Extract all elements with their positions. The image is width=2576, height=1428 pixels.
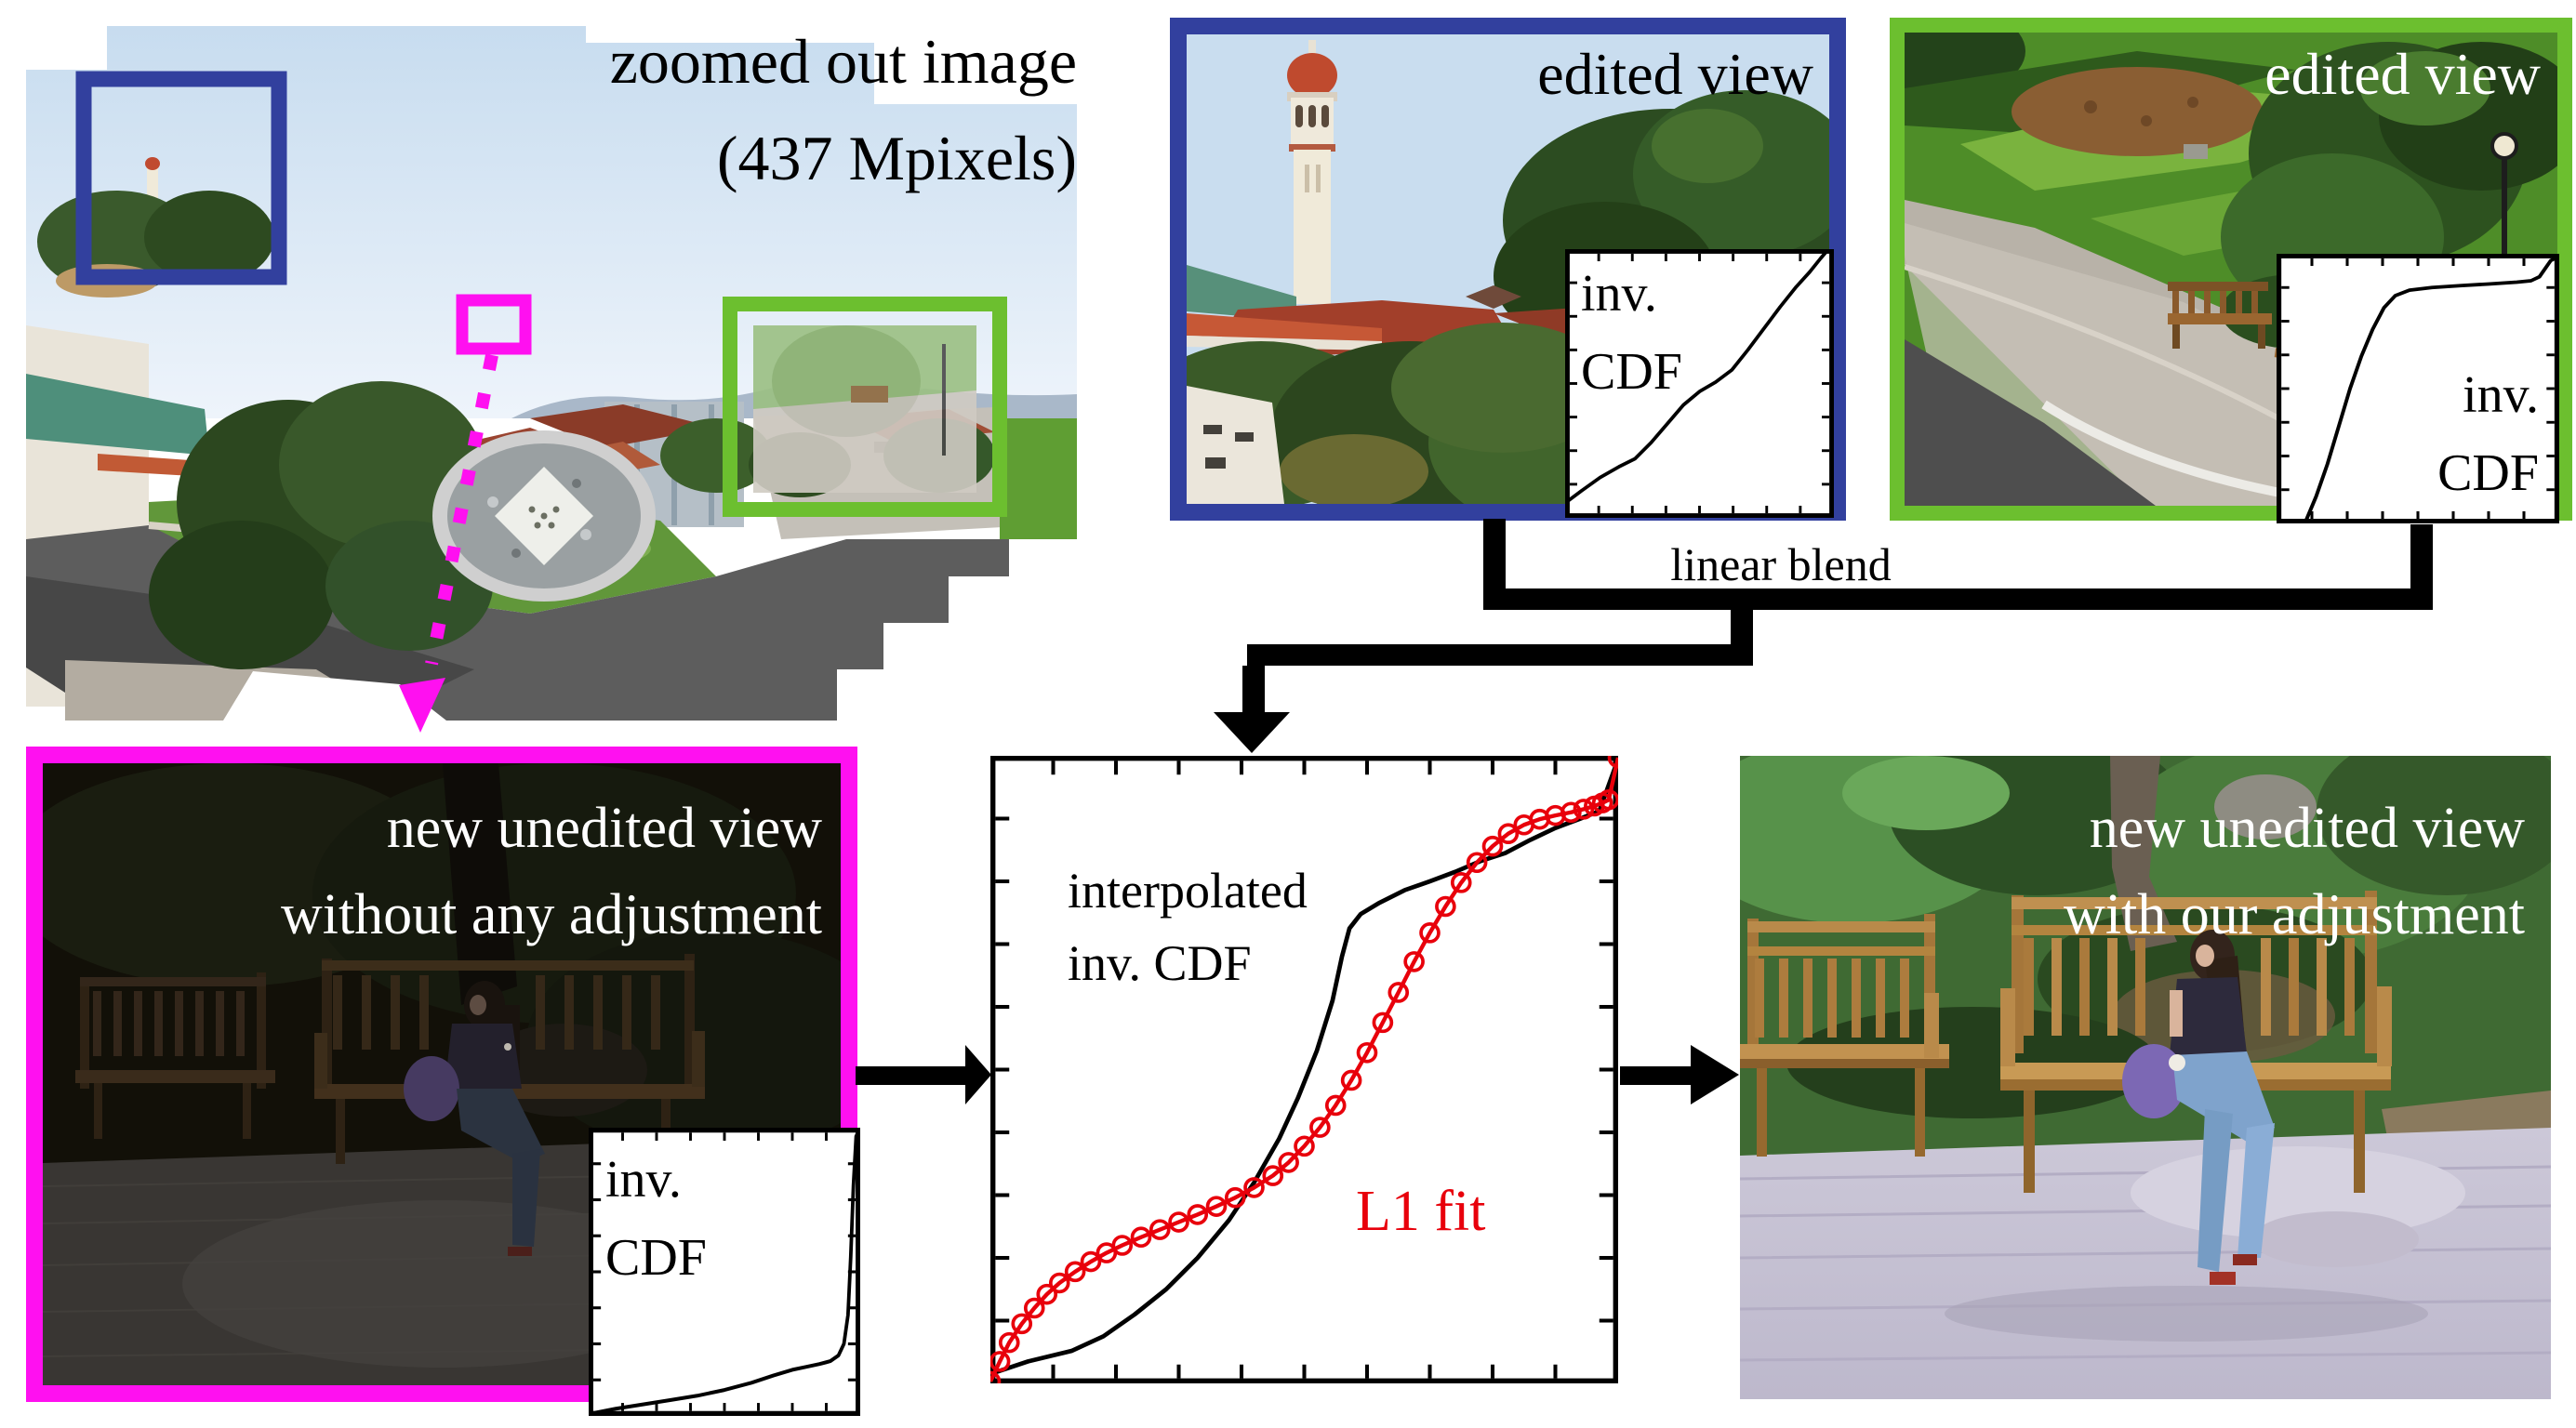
data-point-marker [1403, 951, 1425, 972]
data-point-marker [990, 1351, 1011, 1372]
data-point-marker [1481, 835, 1504, 857]
panorama-title-line1: zoomed out image [609, 26, 1077, 97]
data-point-marker [1048, 1272, 1070, 1294]
data-point-marker [990, 1370, 1002, 1383]
inv-cdf-chart-unadjusted [589, 1128, 860, 1416]
data-point-marker [1243, 1177, 1265, 1198]
inv-cdf-chart-green [2277, 254, 2559, 523]
data-point-marker [998, 1331, 1020, 1354]
seated-person [2122, 930, 2275, 1285]
data-point-marker [1187, 1204, 1209, 1225]
data-point-marker [1111, 1235, 1134, 1256]
l1-fit-label: L1 fit [1356, 1180, 1486, 1243]
data-point-marker [1036, 1283, 1058, 1305]
inv-cdf-inset-unadjusted: inv. CDF [589, 1128, 860, 1416]
interpolation-plot-chart [990, 756, 1618, 1383]
roundabout [432, 430, 656, 602]
tower [1287, 40, 1337, 304]
right-arrow-icon [1691, 1045, 1739, 1104]
series-inv-cdf-blue-edited-view- [1565, 249, 1830, 505]
adjusted-view-label: new unedited view with our adjustment [2064, 797, 2525, 946]
edited-view-green-label: edited view [2264, 41, 2541, 107]
data-point-marker [1278, 1152, 1299, 1173]
down-arrow-shaft [1242, 666, 1265, 716]
interpolation-plot: interpolated inv. CDF L1 fit [990, 756, 1618, 1383]
data-point-marker [1168, 1211, 1189, 1233]
data-point-marker [1340, 1069, 1362, 1091]
data-point-marker [1205, 1196, 1228, 1217]
inv-cdf-label-green: inv. CDF [2437, 366, 2539, 502]
blend-drop-bar [1731, 610, 1753, 666]
panorama-title: zoomed out image (437 Mpixels) [610, 13, 1077, 206]
data-point-marker [1372, 1012, 1394, 1034]
bench-left [1740, 914, 1949, 1157]
data-point-marker [1130, 1226, 1152, 1249]
data-point-marker [1560, 801, 1582, 824]
green-region-box [723, 297, 1007, 517]
series-l1-fit [990, 757, 1618, 1382]
data-point-marker [1064, 1261, 1086, 1283]
data-point-marker [1224, 1186, 1246, 1209]
data-point-marker [1466, 852, 1488, 874]
data-point-marker [1149, 1219, 1171, 1240]
arrow-plot-to-adjusted-shaft [1620, 1066, 1691, 1085]
unadjusted-view-label: new unedited view without any adjustment [280, 797, 822, 946]
inv-cdf-inset-green: inv. CDF [2277, 254, 2559, 523]
inv-cdf-inset-blue: inv. CDF [1565, 249, 1834, 518]
seated-person [404, 981, 545, 1256]
data-point-marker [1324, 1094, 1347, 1117]
data-point-marker [1011, 1313, 1033, 1335]
bench-small-1 [2168, 282, 2272, 349]
connector-green-down [2410, 524, 2433, 610]
inv-cdf-label-unadjusted: inv. CDF [605, 1151, 707, 1287]
arrow-unadjusted-to-plot-shaft [856, 1066, 965, 1085]
data-point-marker [1598, 788, 1618, 811]
series-interpolated-inv-cdf [990, 758, 1618, 1377]
data-point-marker [1497, 823, 1520, 845]
blend-bracket-bar [1483, 588, 2433, 610]
unadjusted-view-photo [43, 763, 841, 1385]
panorama-title-line2: (437 Mpixels) [716, 123, 1077, 194]
down-arrow-icon [1214, 712, 1290, 753]
linear-blend-label: linear blend [1670, 538, 1892, 590]
inv-cdf-label-blue: inv. CDF [1581, 265, 1682, 401]
right-arrow-icon [965, 1045, 991, 1104]
adjusted-view-photo [1740, 756, 2551, 1399]
data-point-marker [1388, 982, 1410, 1003]
data-point-marker [1262, 1165, 1284, 1186]
interpolated-inv-cdf-label: interpolated inv. CDF [1068, 863, 1308, 992]
data-point-marker [1419, 922, 1441, 944]
data-point-marker [1309, 1117, 1331, 1138]
blue-region-box [75, 71, 287, 285]
edited-view-blue-label: edited view [1537, 41, 1813, 107]
series-inv-cdf-green-edited-view- [2303, 255, 2559, 523]
data-point-marker [1080, 1250, 1102, 1273]
bench-left-dark [75, 972, 275, 1139]
blend-horizontal-bar [1247, 644, 1753, 666]
data-point-marker [1450, 872, 1472, 893]
data-point-marker [1356, 1041, 1378, 1064]
data-point-marker [1607, 756, 1618, 769]
data-point-marker [1023, 1297, 1045, 1319]
magenta-region-box [456, 294, 532, 355]
adjusted-view: new unedited view with our adjustment [1740, 756, 2551, 1399]
series-inv-cdf-new-unedited-view- [593, 1128, 860, 1415]
data-point-marker [1435, 895, 1456, 918]
green-region-preview [753, 325, 976, 493]
unadjusted-view: new unedited view without any adjustment [26, 747, 857, 1402]
inv-cdf-chart-blue [1565, 249, 1834, 518]
data-point-marker [1294, 1135, 1315, 1157]
data-point-marker [1573, 799, 1595, 820]
connector-blue-down [1483, 519, 1506, 610]
